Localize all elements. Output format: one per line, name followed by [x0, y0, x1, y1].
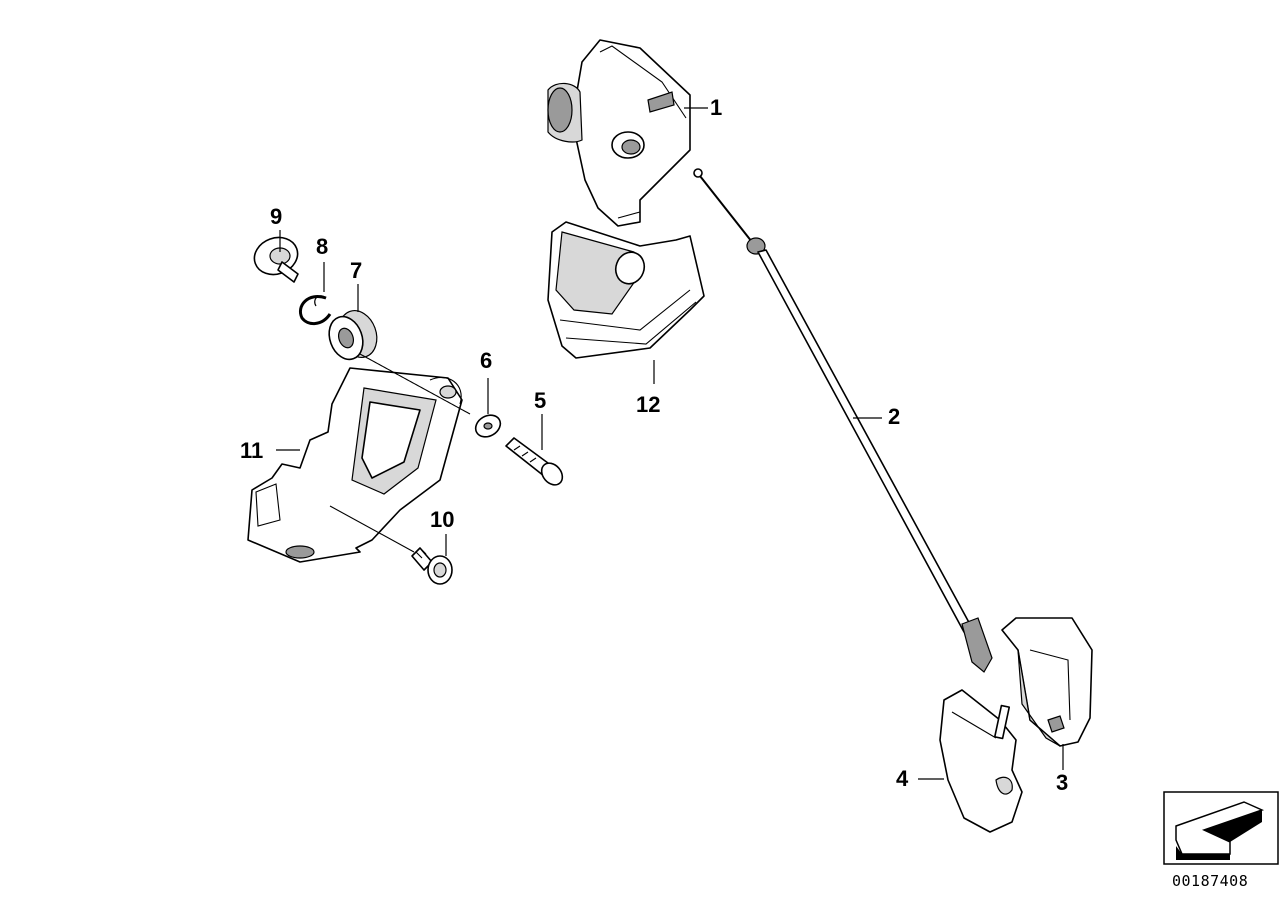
- part-9-washer: [253, 236, 299, 283]
- part-11-bracket: [247, 353, 471, 563]
- part-2-release-cable: [693, 168, 993, 673]
- part-12-seal: [547, 221, 705, 359]
- part-8-spring-clip: [299, 295, 332, 325]
- callout-10: 10: [430, 507, 455, 532]
- direction-symbol: [1163, 791, 1279, 865]
- callout-4: 4: [896, 766, 909, 791]
- callout-6: 6: [480, 348, 493, 373]
- part-4-lock-cover: [939, 689, 1023, 833]
- callout-5: 5: [534, 388, 547, 413]
- diagram-number: 00187408: [1172, 872, 1249, 890]
- part-1-handle-housing: [547, 39, 691, 227]
- part-6-washer: [474, 414, 502, 438]
- callout-1: 1: [710, 95, 723, 120]
- callout-11: 11: [240, 438, 264, 463]
- callout-9: 9: [270, 204, 283, 229]
- part-5-bolt: [505, 437, 564, 486]
- part-10-screw: [411, 547, 453, 585]
- callout-3: 3: [1056, 770, 1069, 795]
- callout-12: 12: [636, 392, 661, 417]
- part-3-cover: [1001, 617, 1093, 747]
- part-7-grommet: [328, 310, 378, 361]
- callout-2: 2: [888, 404, 901, 429]
- callout-8: 8: [316, 234, 329, 259]
- callout-7: 7: [350, 258, 363, 283]
